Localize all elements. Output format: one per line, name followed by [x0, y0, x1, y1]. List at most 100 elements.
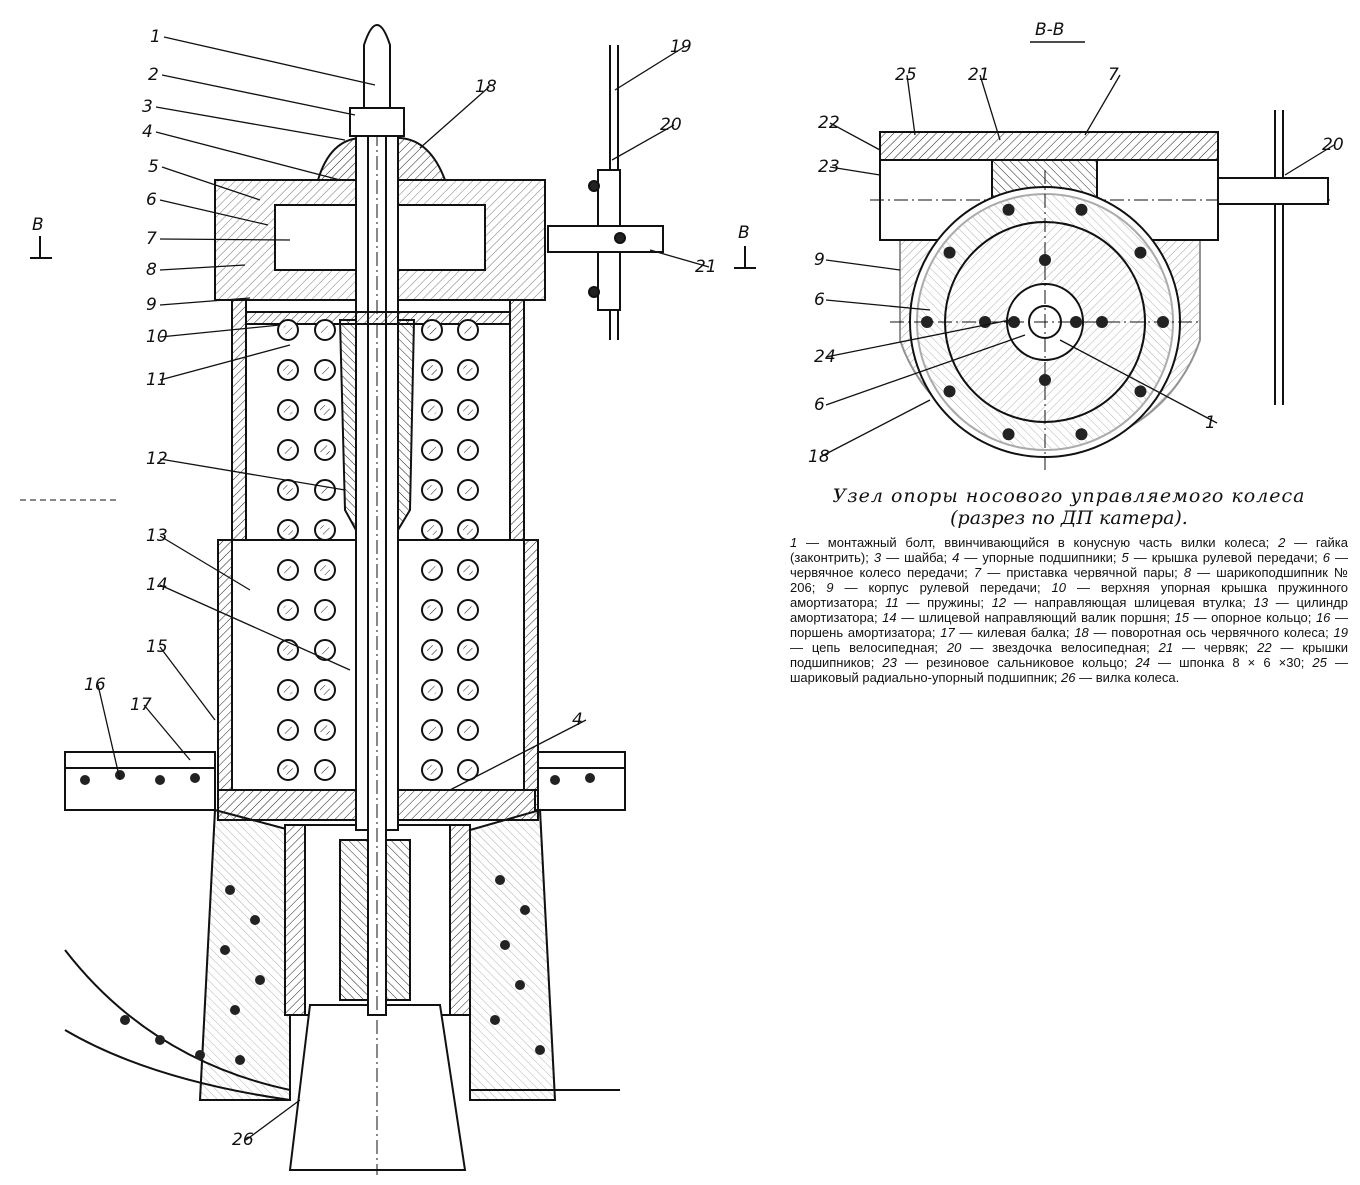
- section-bb-view: [870, 110, 1330, 470]
- legend-item: 22 — крышки подшипников;: [790, 640, 1348, 670]
- spring-coil-fill: [283, 405, 293, 415]
- leader-line: [159, 324, 281, 338]
- legend-text: — верхняя упорная крышка пружинного амор…: [790, 580, 1349, 610]
- legend-text: — шайба;: [881, 550, 953, 565]
- callout-number: 9: [814, 250, 825, 270]
- legend-text: — шлицевой направляющий валик поршня;: [896, 610, 1175, 625]
- wheel-bolt: [1134, 385, 1147, 398]
- callout-number: 21: [695, 257, 717, 277]
- legend-item: 26 — вилка колеса.: [1061, 670, 1179, 685]
- legend-number: 19: [1333, 625, 1348, 640]
- leader-line: [155, 106, 346, 141]
- leader-line: [825, 259, 901, 271]
- rivet: [490, 1015, 500, 1025]
- leader-line: [649, 249, 710, 268]
- hub-bolt: [1008, 316, 1020, 328]
- legend-number: 14: [882, 610, 897, 625]
- rivet: [190, 773, 200, 783]
- callout-number: 4: [142, 122, 153, 142]
- legend-number: 26: [1061, 670, 1076, 685]
- leader-line: [161, 166, 261, 201]
- hub-bolt: [1039, 374, 1051, 386]
- legend-number: 12: [991, 595, 1007, 610]
- leader-line: [1284, 144, 1335, 176]
- hub-bolt: [1070, 316, 1082, 328]
- spring-coil-fill: [427, 365, 437, 375]
- wheel-bolt: [1075, 203, 1088, 216]
- legend-text: — пружины;: [898, 595, 992, 610]
- spring-coil-fill: [427, 605, 437, 615]
- legend-item: 4 — упорные подшипники;: [952, 550, 1121, 565]
- callout-number: 8: [146, 260, 157, 280]
- spring-coil-fill: [463, 525, 473, 535]
- spring-coil-fill: [283, 685, 293, 695]
- rivet: [155, 1035, 165, 1045]
- legend-item: 18 — поворотная ось червячного колеса;: [1074, 625, 1333, 640]
- legend-number: 3: [873, 550, 882, 565]
- legend-item: 11 — пружины;: [885, 595, 991, 610]
- section-bolts: [921, 203, 1169, 441]
- mounting-bolt: [363, 24, 391, 111]
- sprocket-assembly: [547, 45, 664, 340]
- spring-coil-fill: [283, 325, 293, 335]
- legend-number: 21: [1158, 640, 1174, 655]
- legend-number: 22: [1257, 640, 1272, 655]
- leader-line: [906, 74, 916, 136]
- wheel-bolt: [1134, 246, 1147, 259]
- rivet: [80, 775, 90, 785]
- hub-bolt: [1039, 254, 1051, 266]
- rivet: [520, 905, 530, 915]
- callout-number: 7: [1108, 65, 1119, 85]
- legend-number: 1: [790, 535, 798, 550]
- spring-coil-fill: [463, 325, 473, 335]
- legend-item: 8 — шарикоподшипник № 206;: [790, 565, 1348, 595]
- spring-coil-fill: [283, 725, 293, 735]
- spring-coil-fill: [283, 445, 293, 455]
- spring-coil-fill: [283, 565, 293, 575]
- callout-number: 1: [150, 27, 161, 47]
- legend-text: — резиновое сальниковое кольцо;: [896, 655, 1136, 670]
- leader-line: [829, 166, 881, 176]
- callout-number: 1: [1205, 413, 1216, 433]
- section-label-right: В: [738, 223, 750, 243]
- spring-coil-fill: [463, 605, 473, 615]
- rivets: [80, 770, 595, 1065]
- callout-number: 11: [146, 370, 168, 390]
- legend-number: 7: [973, 565, 982, 580]
- callout-number: 13: [146, 526, 168, 546]
- spring-coil-fill: [320, 565, 330, 575]
- spring-coil-fill: [463, 485, 473, 495]
- legend-item: 21 — червяк;: [1159, 640, 1257, 655]
- spring-coil-fill: [320, 645, 330, 655]
- callout-number: 10: [146, 327, 168, 347]
- rivet: [195, 1050, 205, 1060]
- legend-item: 17 — килевая балка;: [940, 625, 1074, 640]
- wheel-bolt: [1075, 428, 1088, 441]
- leader-line: [449, 719, 587, 791]
- leader-line: [825, 319, 1011, 358]
- legend-number: 24: [1135, 655, 1150, 670]
- spring-coil-fill: [463, 765, 473, 775]
- callout-number: 18: [808, 447, 830, 467]
- rivet: [155, 775, 165, 785]
- legend-item: 2 — гайка (законтрить);: [790, 535, 1348, 565]
- spring-coil-fill: [320, 525, 330, 535]
- rivet: [120, 1015, 130, 1025]
- callout-number: 14: [146, 575, 168, 595]
- spring-coil-fill: [427, 445, 437, 455]
- spring-coil-fill: [283, 365, 293, 375]
- callout-number: 20: [660, 115, 682, 135]
- legend-number: 23: [882, 655, 897, 670]
- wheel-bolt: [921, 316, 933, 328]
- legend-text: — цилиндр амортизатора;: [790, 595, 1348, 625]
- leader-line: [159, 458, 346, 491]
- spring-coil-fill: [283, 645, 293, 655]
- callout-number: 15: [146, 637, 168, 657]
- spring-coil-fill: [320, 405, 330, 415]
- legend-text: — крышка рулевой передачи;: [1128, 550, 1323, 565]
- leader-line: [159, 238, 291, 241]
- hub-bolt: [1096, 316, 1108, 328]
- section-arrow-left: В: [30, 215, 52, 259]
- callout-number: 22: [818, 113, 840, 133]
